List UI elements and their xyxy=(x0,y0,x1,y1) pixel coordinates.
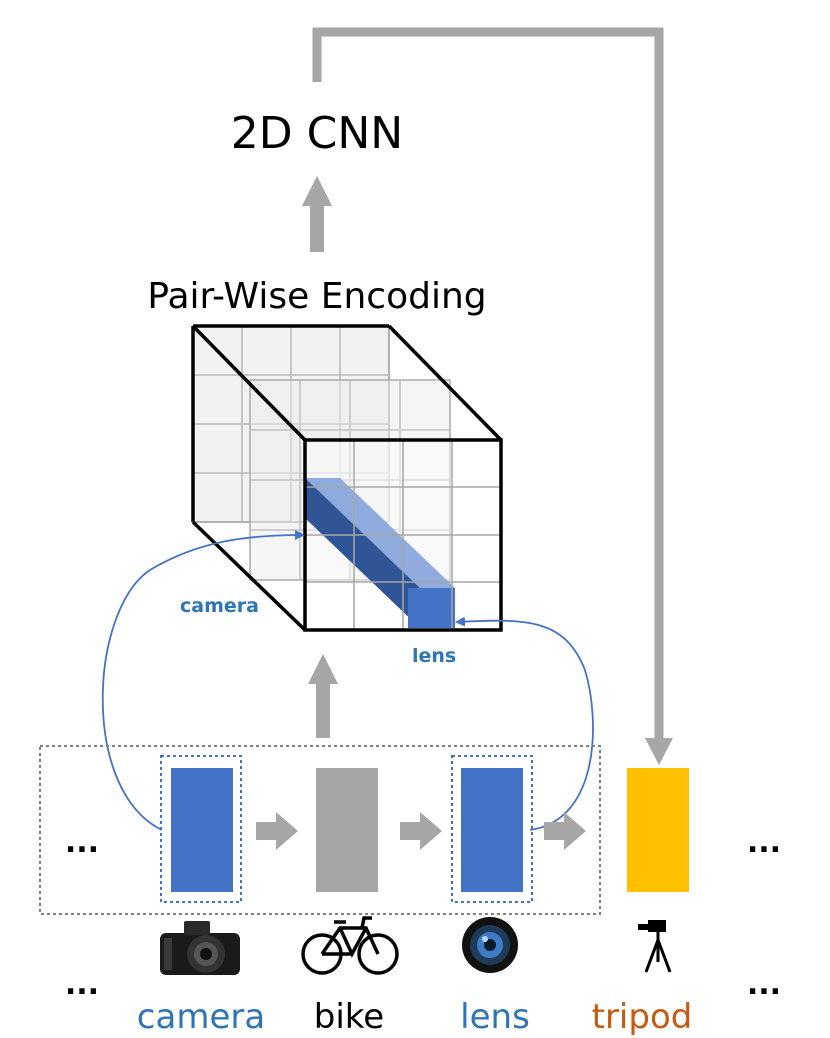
highlight-camera xyxy=(160,755,242,903)
seq-arrow-2 xyxy=(400,812,442,850)
token-box-tripod xyxy=(627,768,689,892)
word-camera: camera xyxy=(137,997,265,1037)
tripod-icon xyxy=(638,920,672,973)
seq-arrow-3 xyxy=(544,812,586,850)
encoding-title: Pair-Wise Encoding xyxy=(147,276,486,317)
ellipsis-left-seq: ... xyxy=(65,825,99,860)
word-bike: bike xyxy=(314,997,384,1037)
pairwise-cube xyxy=(191,324,503,632)
ellipsis-left-words: ... xyxy=(65,967,99,1002)
seq-arrow-1 xyxy=(256,812,298,850)
highlight-lens xyxy=(451,755,533,903)
token-box-bike xyxy=(316,768,378,892)
token-box-lens xyxy=(461,768,523,892)
camera-link-arrow xyxy=(101,530,305,831)
token-box-camera xyxy=(171,768,233,892)
cube-label-camera: camera xyxy=(180,595,259,617)
feedback-arrow xyxy=(312,27,673,765)
ellipsis-right-words: ... xyxy=(747,967,781,1002)
lens-icon xyxy=(462,917,518,973)
word-lens: lens xyxy=(460,997,530,1037)
cube-label-lens: lens xyxy=(412,645,456,667)
ellipsis-right-seq: ... xyxy=(747,825,781,860)
lens-link-arrow xyxy=(455,616,594,831)
word-tripod: tripod xyxy=(592,997,693,1037)
cnn-title: 2D CNN xyxy=(231,108,403,159)
camera-icon xyxy=(160,921,240,975)
bicycle-icon xyxy=(301,916,399,975)
arrow-seq-to-encoding xyxy=(308,654,338,738)
context-window xyxy=(39,745,601,915)
arrow-encoding-to-cnn xyxy=(302,176,332,252)
